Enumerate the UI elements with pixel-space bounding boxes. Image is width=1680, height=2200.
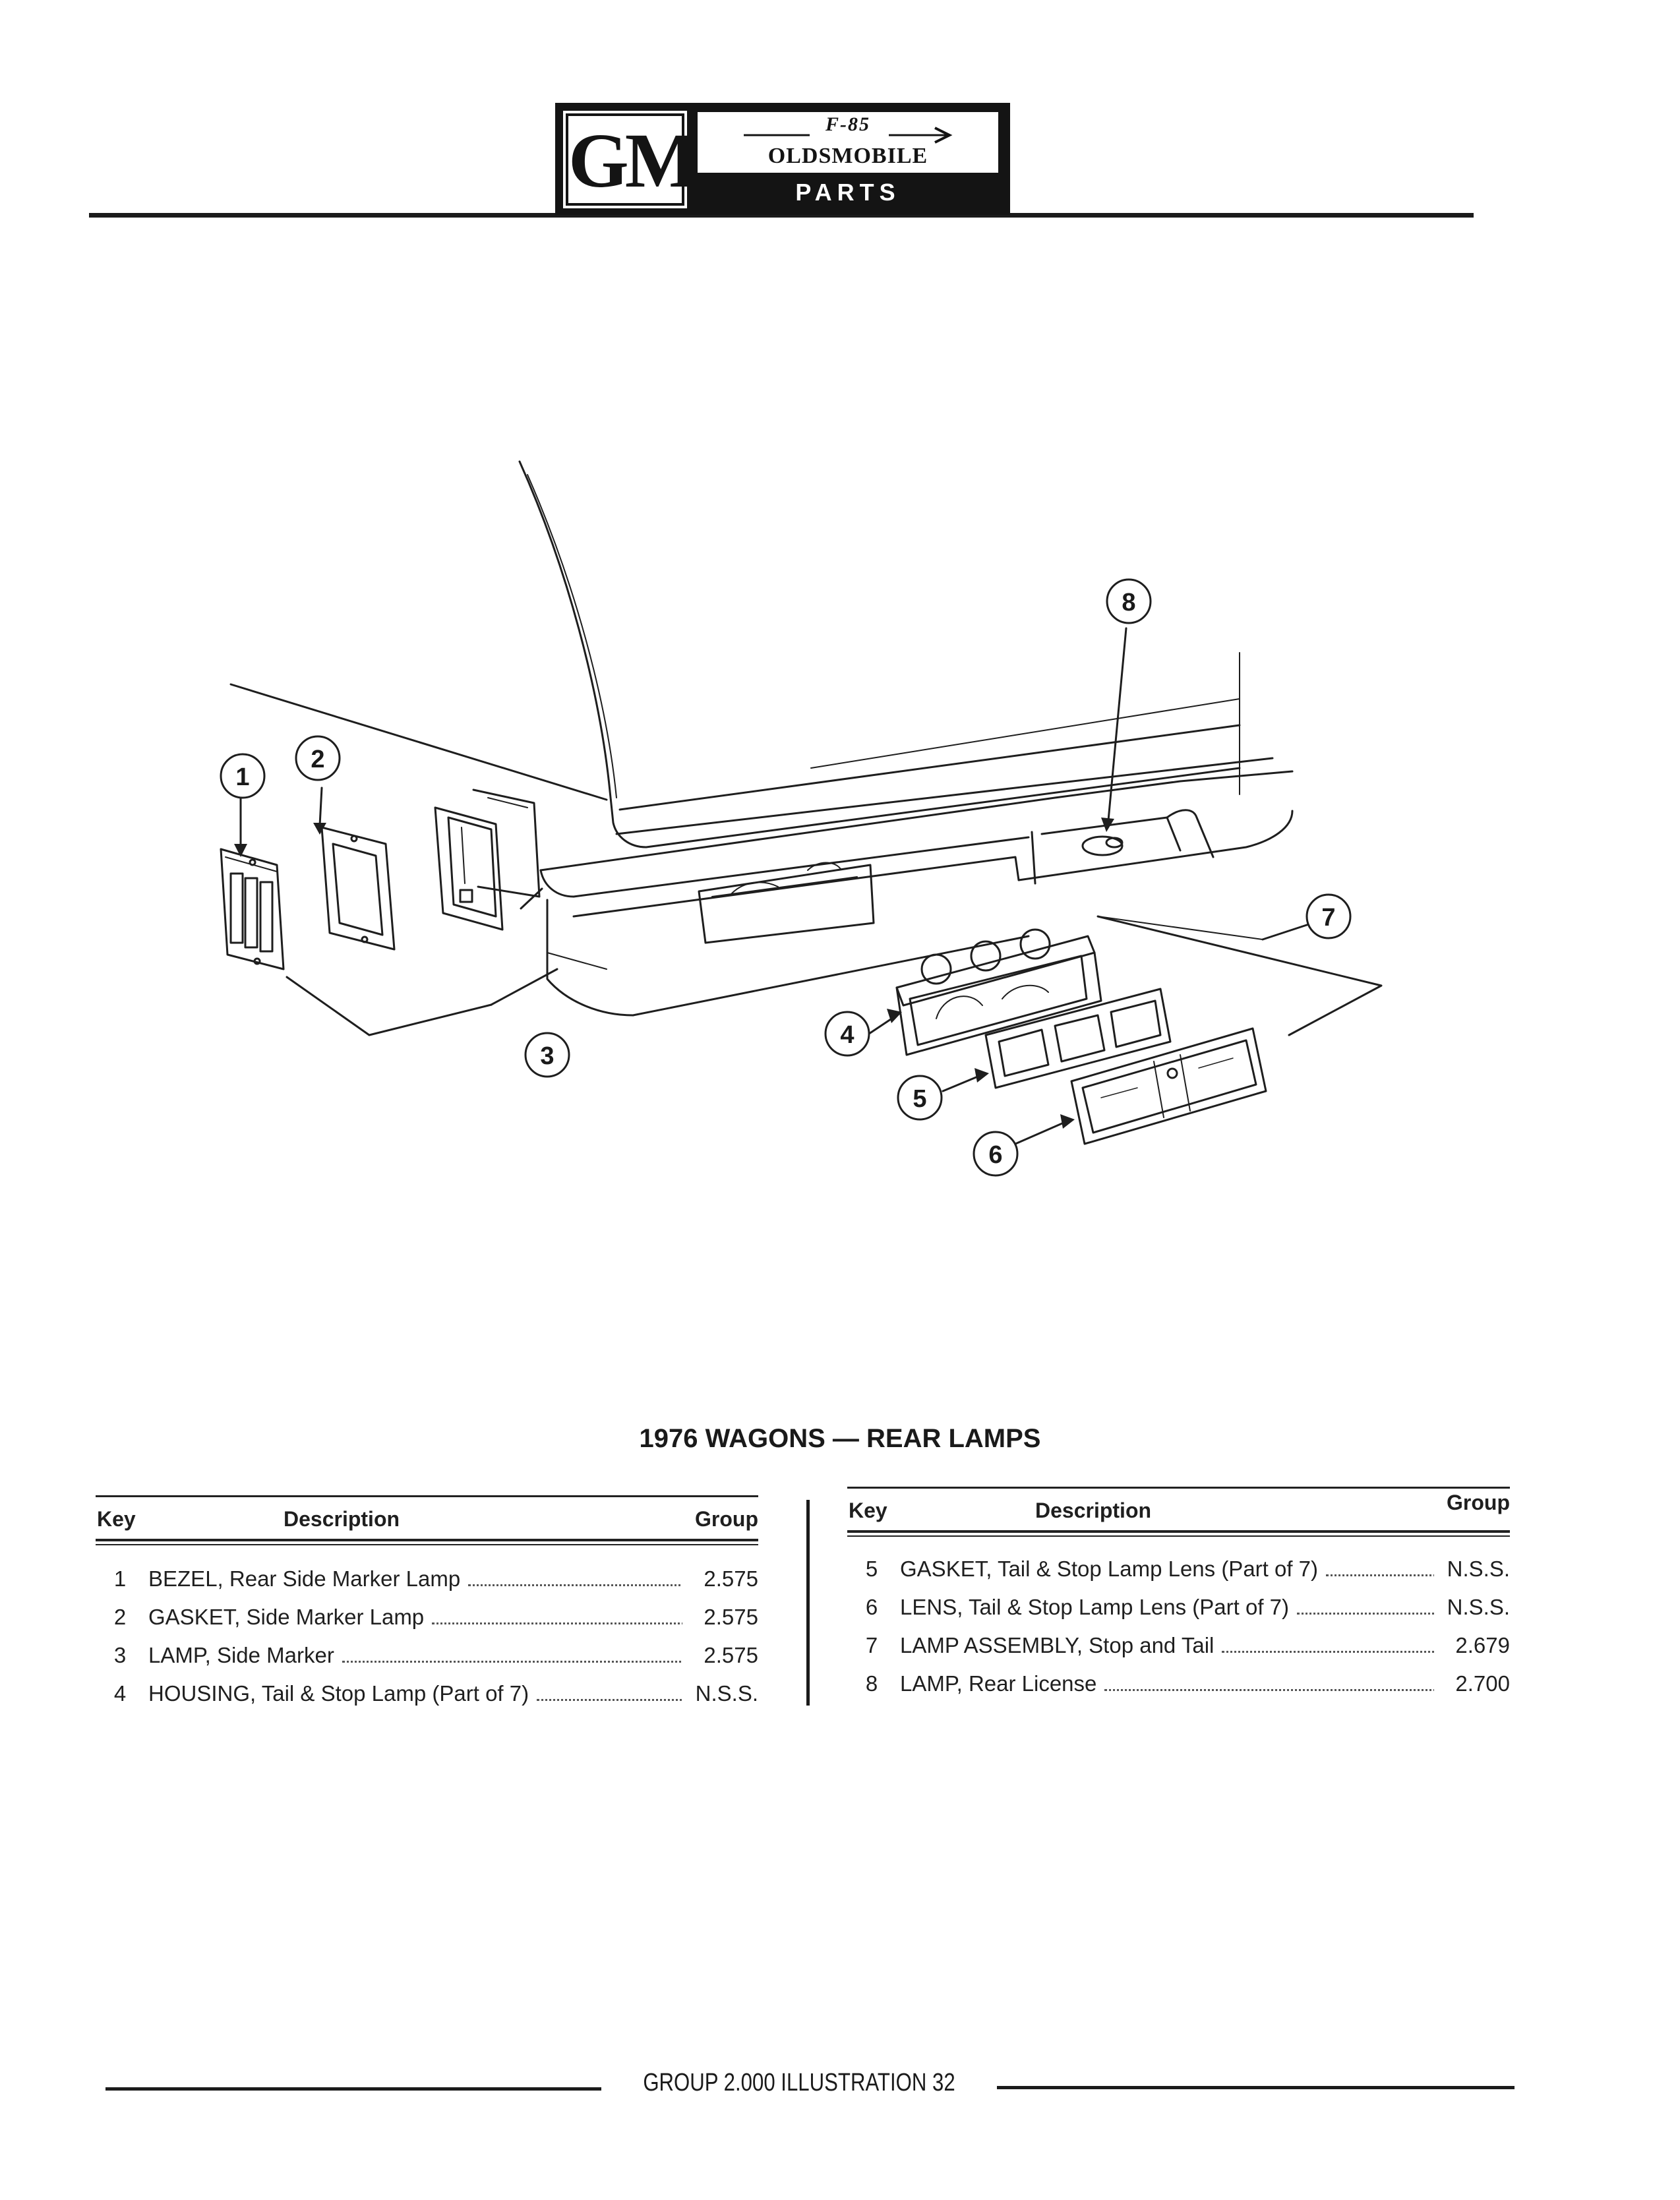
header-rule	[96, 1544, 758, 1545]
row-group: N.S.S.	[695, 1681, 758, 1706]
row-description: GASKET, Tail & Stop Lamp Lens (Part of 7…	[900, 1557, 1434, 1582]
row-description: BEZEL, Rear Side Marker Lamp	[148, 1566, 682, 1591]
row-key: 7	[865, 1633, 878, 1657]
catalogue-label: PARTS CATALOGUE	[750, 179, 945, 240]
table-top-rule	[847, 1487, 1510, 1489]
callout-3-circle	[524, 1032, 570, 1078]
brand-name: OLDSMOBILE	[767, 144, 928, 168]
page-title: 1976 WAGONS — REAR LAMPS	[639, 1424, 1041, 1453]
callout-5-circle	[897, 1075, 943, 1121]
row-group: 2.575	[704, 1605, 758, 1629]
arrow-icon	[744, 127, 953, 144]
row-description: LAMP, Side Marker	[148, 1643, 682, 1668]
table-row: 6 LENS, Tail & Stop Lamp Lens (Part of 7…	[847, 1595, 1510, 1633]
callout-1-circle	[220, 753, 266, 799]
callout-3: 3	[540, 1042, 554, 1070]
gm-logo-text: GM	[568, 117, 698, 204]
row-key: 3	[113, 1643, 127, 1667]
table-row: 7 LAMP ASSEMBLY, Stop and Tail 2.679	[847, 1633, 1510, 1671]
row-group: 2.679	[1455, 1633, 1510, 1657]
callout-6-circle	[973, 1131, 1019, 1177]
body-edge-line	[518, 460, 611, 792]
table-top-rule	[96, 1495, 758, 1497]
rear-lamps-diagram: 1 2 3 4 5 6 7 8	[220, 460, 1383, 1177]
callout-2-circle	[295, 735, 341, 781]
callout-7-circle	[1305, 893, 1352, 939]
row-key: 8	[865, 1671, 878, 1696]
row-key: 2	[113, 1605, 127, 1629]
footer-rule-right	[997, 2086, 1515, 2089]
row-key: 4	[113, 1681, 127, 1706]
row-description: LENS, Tail & Stop Lamp Lens (Part of 7)	[900, 1595, 1434, 1620]
row-group: 2.575	[704, 1566, 758, 1591]
header-rule	[96, 1539, 758, 1541]
row-key: 1	[113, 1566, 127, 1591]
footer-rule-left	[105, 2087, 601, 2091]
table-row: 1 BEZEL, Rear Side Marker Lamp 2.575	[96, 1566, 758, 1605]
header-rule	[847, 1535, 1510, 1537]
callout-4-circle	[824, 1011, 870, 1057]
callout-8-circle	[1106, 578, 1152, 624]
row-description: LAMP ASSEMBLY, Stop and Tail	[900, 1633, 1434, 1658]
callout-5: 5	[913, 1085, 926, 1113]
column-header-description: Description	[1035, 1499, 1152, 1522]
column-header-group: Group	[695, 1507, 758, 1531]
row-key: 6	[865, 1595, 878, 1619]
row-key: 5	[865, 1557, 878, 1581]
callout-7: 7	[1321, 904, 1335, 932]
callout-4: 4	[840, 1021, 854, 1049]
row-description: GASKET, Side Marker Lamp	[148, 1605, 682, 1630]
row-description: LAMP, Rear License	[900, 1671, 1434, 1696]
table-row: 2 GASKET, Side Marker Lamp 2.575	[96, 1605, 758, 1643]
column-header-description: Description	[284, 1507, 400, 1531]
column-header-key: Key	[849, 1499, 887, 1522]
column-header-group: Group	[1447, 1491, 1510, 1514]
header-rule	[89, 213, 1474, 218]
table-row: 5 GASKET, Tail & Stop Lamp Lens (Part of…	[847, 1557, 1510, 1595]
callout-6: 6	[988, 1141, 1002, 1169]
header-rule	[847, 1530, 1510, 1533]
row-description: HOUSING, Tail & Stop Lamp (Part of 7)	[148, 1681, 682, 1706]
table-row: 3 LAMP, Side Marker 2.575	[96, 1643, 758, 1681]
row-group: 2.575	[704, 1643, 758, 1667]
footer-label: GROUP 2.000 ILLUSTRATION 32	[643, 2069, 955, 2096]
row-group: N.S.S.	[1447, 1557, 1510, 1581]
table-row: 4 HOUSING, Tail & Stop Lamp (Part of 7) …	[96, 1681, 758, 1719]
row-group: 2.700	[1455, 1671, 1510, 1696]
callout-2: 2	[311, 746, 324, 773]
gm-logo: GM	[563, 111, 698, 208]
table-row: 8 LAMP, Rear License 2.700	[847, 1671, 1510, 1709]
column-divider	[806, 1500, 810, 1706]
column-header-key: Key	[97, 1507, 136, 1531]
row-group: N.S.S.	[1447, 1595, 1510, 1619]
callout-8: 8	[1122, 589, 1135, 616]
callout-1: 1	[235, 763, 249, 791]
brand-mark: F-85	[825, 113, 870, 135]
brand-panel: F-85 OLDSMOBILE	[698, 112, 998, 173]
